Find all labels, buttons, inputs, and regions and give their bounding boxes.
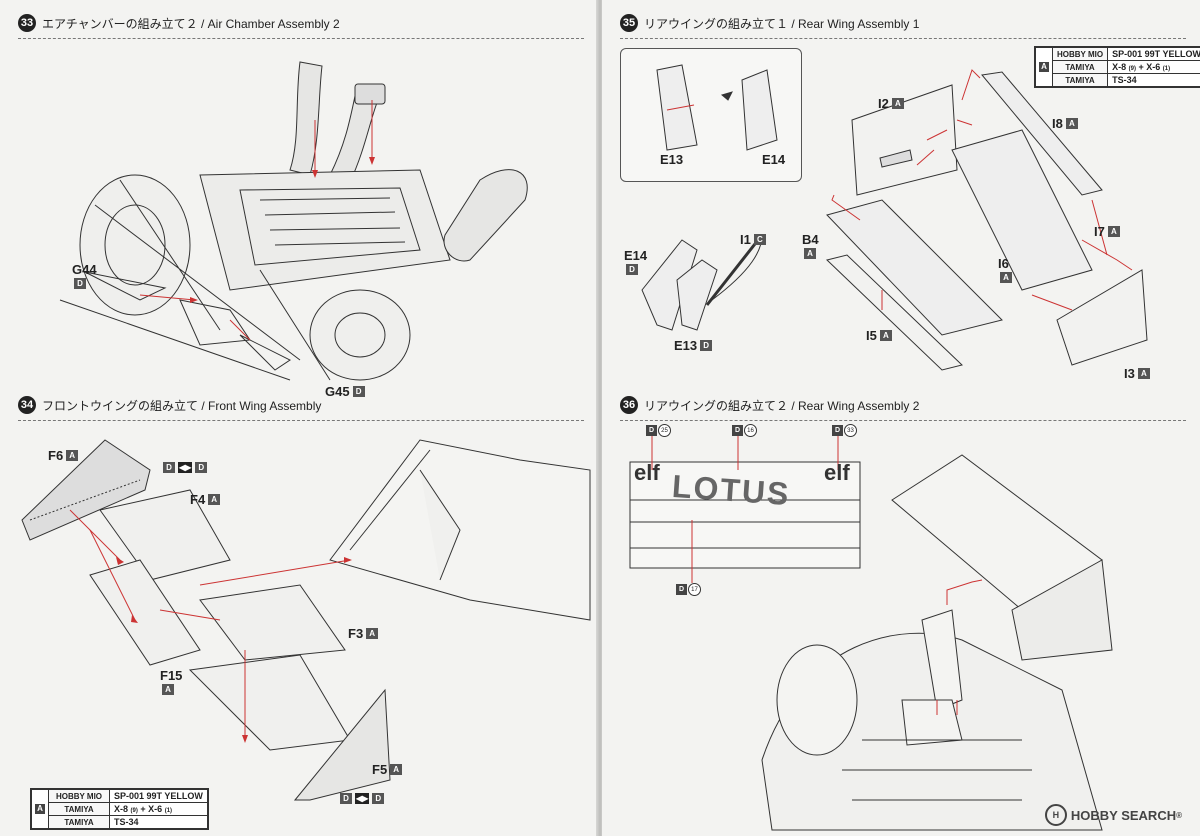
part-label-e13-detail: E13	[660, 152, 684, 167]
part-label-f3: F3 A	[348, 626, 379, 641]
paint-color-table: A HOBBY MIO SP-001 99T YELLOW TAMIYA X-8…	[1034, 46, 1200, 88]
part-label-e14: E14	[624, 248, 648, 263]
part-label-b4: B4	[802, 232, 819, 247]
part-label-i6: I6	[998, 256, 1009, 271]
part-label-i5: I5 A	[866, 328, 892, 343]
right-page: 35 リアウイングの組み立て１ / Rear Wing Assembly 1 A…	[602, 0, 1200, 836]
part-sprue-i6: A	[1000, 272, 1012, 283]
part-label-d-flip-d-bottom: D ◀▶ D	[340, 793, 385, 804]
part-label-i8: I8 A	[1052, 116, 1078, 131]
step-36-rear-wing-illustration	[629, 436, 1113, 831]
step-number: 34	[18, 396, 36, 414]
part-label-i1: I1 C	[740, 232, 766, 247]
step-number: 33	[18, 14, 36, 32]
step-title: エアチャンバーの組み立て２ / Air Chamber Assembly 2	[42, 16, 340, 31]
step-number: 35	[620, 14, 638, 32]
part-label-e13: E13 D	[674, 338, 713, 353]
step-divider	[620, 420, 1186, 421]
step-number: 36	[620, 396, 638, 414]
part-label-f6: F6 A	[48, 448, 79, 463]
part-sprue-b4: A	[804, 248, 816, 259]
decal-elf-right: elf	[824, 460, 850, 485]
step-35-rear-wing-illustration	[641, 64, 1148, 371]
part-label-i2: I2 A	[878, 96, 904, 111]
step-33-header: 33 エアチャンバーの組み立て２ / Air Chamber Assembly …	[18, 12, 340, 34]
hobby-search-watermark: H HOBBY SEARCH ®	[1044, 804, 1182, 826]
paint-color-table: A HOBBY MIO SP-001 99T YELLOW TAMIYA X-8…	[30, 788, 209, 830]
step-34-front-wing-illustration	[21, 439, 591, 801]
decal-elf-left: elf	[634, 460, 660, 485]
part-label-f4: F4 A	[190, 492, 221, 507]
part-label-f15: F15	[160, 668, 183, 683]
step-title: リアウイングの組み立て２ / Rear Wing Assembly 2	[644, 398, 920, 413]
part-label-i3: I3 A	[1124, 366, 1150, 381]
hobby-search-logo-icon: H	[1044, 804, 1067, 826]
step-36-header: 36 リアウイングの組み立て２ / Rear Wing Assembly 2	[620, 394, 919, 416]
step-divider	[620, 38, 1186, 39]
page-gutter	[596, 0, 604, 836]
step-33-engine-illustration	[59, 61, 528, 381]
part-sprue-g44: D	[74, 278, 86, 289]
part-sprue-f15: A	[162, 684, 174, 695]
part-label-g45: G45 D	[325, 384, 365, 399]
part-label-i7: I7 A	[1094, 224, 1120, 239]
step-34-header: 34 フロントウイングの組み立て / Front Wing Assembly	[18, 394, 321, 416]
part-sprue-e14: D	[626, 264, 638, 275]
step-divider	[18, 38, 584, 39]
part-label-f5: F5 A	[372, 762, 403, 777]
step-divider	[18, 420, 584, 421]
part-label-d-flip-d-top: D ◀▶ D	[163, 462, 208, 473]
left-page: 33 エアチャンバーの組み立て２ / Air Chamber Assembly …	[0, 0, 598, 836]
step-title: リアウイングの組み立て１ / Rear Wing Assembly 1	[644, 16, 920, 31]
part-label-g44: G44	[72, 262, 97, 277]
step-35-header: 35 リアウイングの組み立て１ / Rear Wing Assembly 1	[620, 12, 919, 34]
part-label-e14-detail: E14	[762, 152, 786, 167]
step-title: フロントウイングの組み立て / Front Wing Assembly	[42, 398, 322, 413]
